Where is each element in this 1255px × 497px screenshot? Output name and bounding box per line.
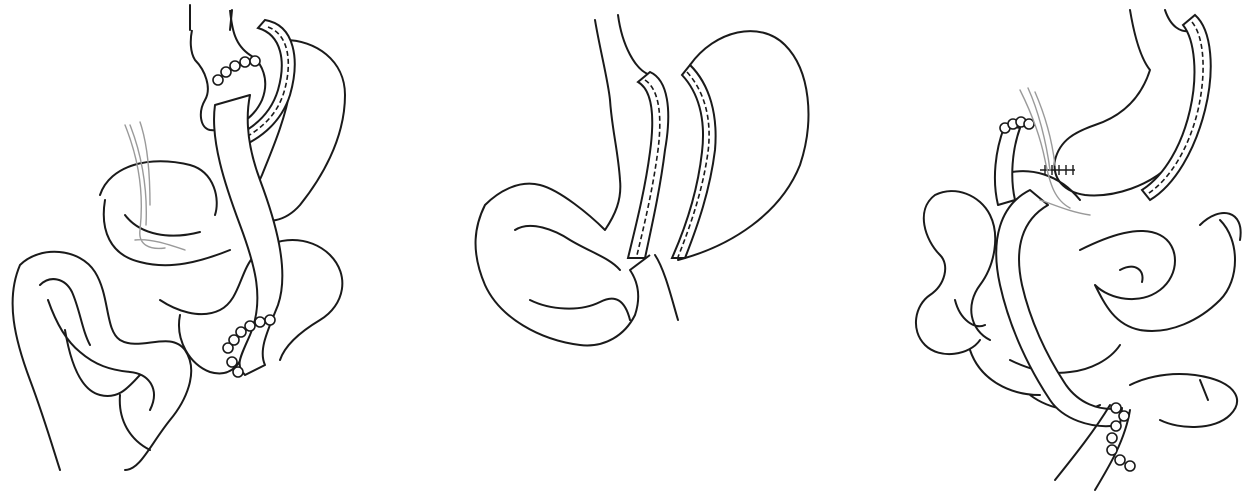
pouch-staple-line xyxy=(628,72,668,258)
alimentary-limb xyxy=(214,95,282,375)
small-bowel-loop-lower xyxy=(65,330,150,450)
panel-right-illustration xyxy=(880,0,1255,497)
small-bowel-loop-left xyxy=(13,252,192,470)
gastric-pouch xyxy=(1055,70,1198,195)
biliopancreatic-limb xyxy=(995,125,1020,205)
panel-left-illustration xyxy=(0,0,370,497)
esophagus xyxy=(1130,10,1195,70)
esophagus xyxy=(595,15,650,100)
small-bowel-loops xyxy=(916,171,1241,427)
omental-vessels xyxy=(125,122,185,250)
panel-middle-illustration xyxy=(440,0,820,497)
